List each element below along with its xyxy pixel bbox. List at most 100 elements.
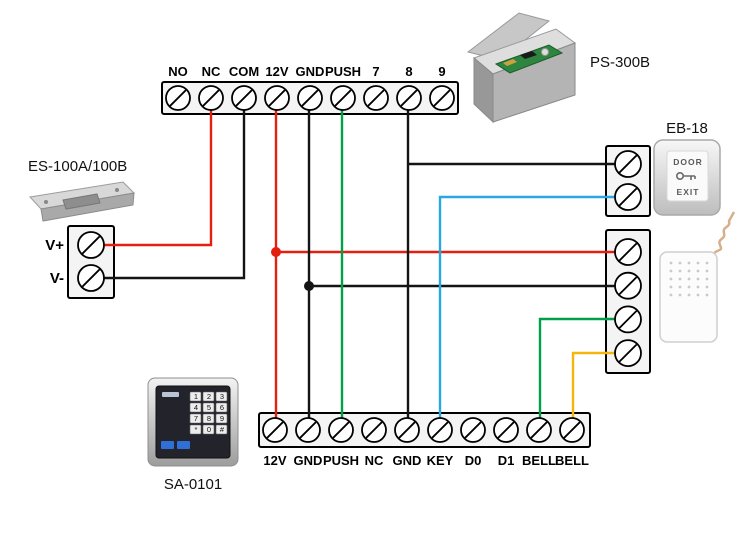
keypad-key-label: 8	[207, 414, 211, 423]
screw-slot	[334, 89, 352, 107]
bottom-terminal-label: GND	[393, 453, 422, 468]
screw-slot	[332, 421, 350, 439]
screw-slot	[619, 155, 637, 173]
exit-button-label: EB-18	[666, 120, 708, 137]
lock-body	[40, 192, 135, 222]
keypad-key	[215, 402, 228, 413]
bottom-terminal-label: NC	[365, 453, 384, 468]
screw-slot	[563, 421, 581, 439]
lock-screw	[115, 188, 119, 192]
speaker-hole	[678, 293, 682, 297]
wire-bell-yellow	[571, 351, 615, 422]
speaker-hole	[705, 277, 709, 281]
keypad-key-label: 4	[194, 403, 198, 412]
screw-slot	[619, 344, 637, 363]
keypad-key	[189, 391, 202, 402]
lock-label: ES-100A/100B	[28, 158, 127, 175]
exit-button-image: DOOR EXIT	[653, 139, 721, 216]
screw-slot	[530, 421, 548, 439]
keypad-key	[202, 424, 215, 435]
screw-slot	[619, 310, 637, 329]
keypad-image: 1 2 3 4 5 6 7 8 9 * 0 #	[147, 377, 239, 467]
bottom-terminal-label: D0	[465, 453, 482, 468]
screw-slot	[497, 421, 515, 439]
wire-exit-button-to-key	[438, 195, 615, 422]
speaker-hole	[705, 293, 709, 297]
screw-slot	[431, 421, 449, 439]
keypad-rfid-badge	[161, 441, 174, 449]
doorbell-speaker-holes	[669, 261, 709, 297]
bell-block-terminals	[614, 238, 642, 368]
keypad-key-label: 5	[207, 403, 211, 412]
speaker-hole	[678, 261, 682, 265]
keypad-key-label: 0	[207, 425, 211, 434]
speaker-hole	[687, 269, 691, 273]
speaker-hole	[678, 285, 682, 289]
speaker-hole	[687, 285, 691, 289]
speaker-hole	[678, 277, 682, 281]
psu-component	[503, 59, 517, 66]
junction-dot-12v	[271, 247, 281, 257]
speaker-hole	[678, 269, 682, 273]
screw-slot	[169, 89, 187, 107]
speaker-hole	[705, 269, 709, 273]
keypad-key-label: #	[220, 425, 225, 434]
speaker-hole	[705, 261, 709, 265]
lock-terminal-label-vminus: V-	[50, 270, 64, 287]
bottom-terminal-label: PUSH	[323, 453, 359, 468]
keypad-key-label: 6	[220, 403, 224, 412]
screw-slot	[398, 421, 416, 439]
screw-slot	[202, 89, 220, 107]
power-supply-image	[466, 12, 577, 124]
lock-screw	[44, 200, 48, 204]
screw-slot	[82, 236, 100, 254]
screw-slot	[266, 421, 284, 439]
wire-nc-to-lock-vplus	[100, 106, 213, 247]
top-block-terminals	[165, 85, 455, 111]
speaker-hole	[705, 285, 709, 289]
speaker-hole	[687, 261, 691, 265]
screw-slot	[433, 89, 451, 107]
keypad-key-label: 2	[207, 392, 211, 401]
keypad-key-label: 3	[220, 392, 224, 401]
lock-keeper	[62, 193, 101, 210]
keypad-key-label: 7	[194, 414, 198, 423]
speaker-hole	[669, 293, 673, 297]
keypad-key	[202, 391, 215, 402]
keypad-key	[189, 413, 202, 424]
keypad-key	[202, 413, 215, 424]
keypad-key	[189, 424, 202, 435]
keypad-key	[202, 402, 215, 413]
top-terminal-label: 8	[405, 64, 412, 79]
doorbell-body	[659, 251, 718, 343]
top-terminal-label: COM	[229, 64, 259, 79]
junction-dot-gnd	[304, 281, 314, 291]
wire-bell-green	[538, 317, 615, 422]
keypad-rfid-badge	[177, 441, 190, 449]
exit-button-text-door: DOOR	[673, 157, 703, 167]
bottom-terminal-label: D1	[498, 453, 515, 468]
speaker-hole	[696, 269, 700, 273]
screw-slot	[367, 89, 385, 107]
screw-slot	[619, 243, 637, 261]
exit-button-text-exit: EXIT	[677, 187, 700, 197]
speaker-hole	[669, 277, 673, 281]
wire-com-to-lock-vminus	[100, 106, 246, 280]
bottom-terminal-label: GND	[294, 453, 323, 468]
lock-terminal-label-vplus: V+	[45, 237, 64, 254]
keypad-brand-strip	[162, 392, 179, 397]
top-terminal-label: NO	[168, 64, 188, 79]
speaker-hole	[669, 285, 673, 289]
screw-slot	[365, 421, 383, 439]
doorbell-coiled-wire	[712, 211, 736, 255]
psu-capacitor	[541, 48, 549, 56]
keypad-key	[215, 413, 228, 424]
top-terminal-label: 9	[438, 64, 445, 79]
top-terminal-label: NC	[202, 64, 221, 79]
screw-slot	[619, 276, 637, 295]
bottom-terminal-label: BELL	[555, 453, 589, 468]
psu-transformer	[520, 51, 537, 59]
screw-slot	[82, 269, 100, 287]
